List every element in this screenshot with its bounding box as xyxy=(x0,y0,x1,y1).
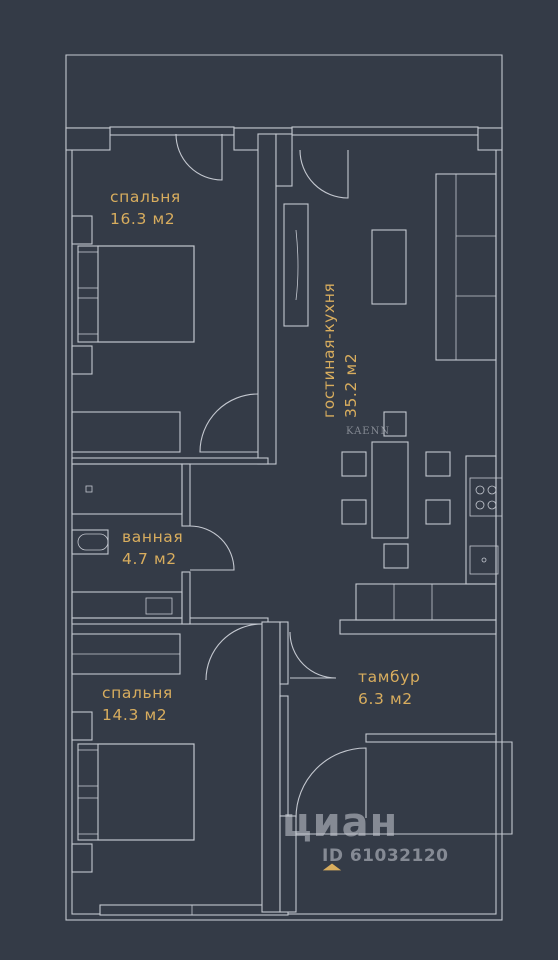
living-furniture xyxy=(341,173,503,621)
room-name: гостиная-кухня xyxy=(320,282,338,418)
bedroom-2-furniture xyxy=(71,633,195,873)
room-area: 16.3 м2 xyxy=(110,210,176,228)
interior-walls xyxy=(71,133,497,913)
doors xyxy=(175,133,367,819)
room-name: ванная xyxy=(122,528,184,546)
room-label-bedroom-1: спальня 16.3 м2 xyxy=(110,186,181,230)
room-label-bedroom-2: спальня 14.3 м2 xyxy=(102,682,173,726)
room-name: тамбур xyxy=(358,668,421,686)
bedroom-1-furniture xyxy=(71,215,195,453)
room-area: 35.2 м2 xyxy=(342,352,360,418)
room-label-living-kitchen: гостиная-кухня 35.2 м2 xyxy=(318,283,362,418)
room-area: 4.7 м2 xyxy=(122,550,177,568)
bathroom-fixtures xyxy=(71,463,183,619)
vestibule-outline xyxy=(296,741,513,871)
watermark-id: ID 61032120 xyxy=(322,846,449,866)
room-name: спальня xyxy=(110,188,181,206)
room-label-bathroom: ванная 4.7 м2 xyxy=(122,526,183,570)
wardrobe xyxy=(283,203,309,327)
room-area: 14.3 м2 xyxy=(102,706,168,724)
balcony xyxy=(65,54,503,128)
brand-logo: KAENN xyxy=(346,426,391,437)
room-label-vestibule: тамбур 6.3 м2 xyxy=(358,666,420,710)
watermark-logo: циан xyxy=(282,800,399,846)
room-area: 6.3 м2 xyxy=(358,690,413,708)
room-name: спальня xyxy=(102,684,173,702)
